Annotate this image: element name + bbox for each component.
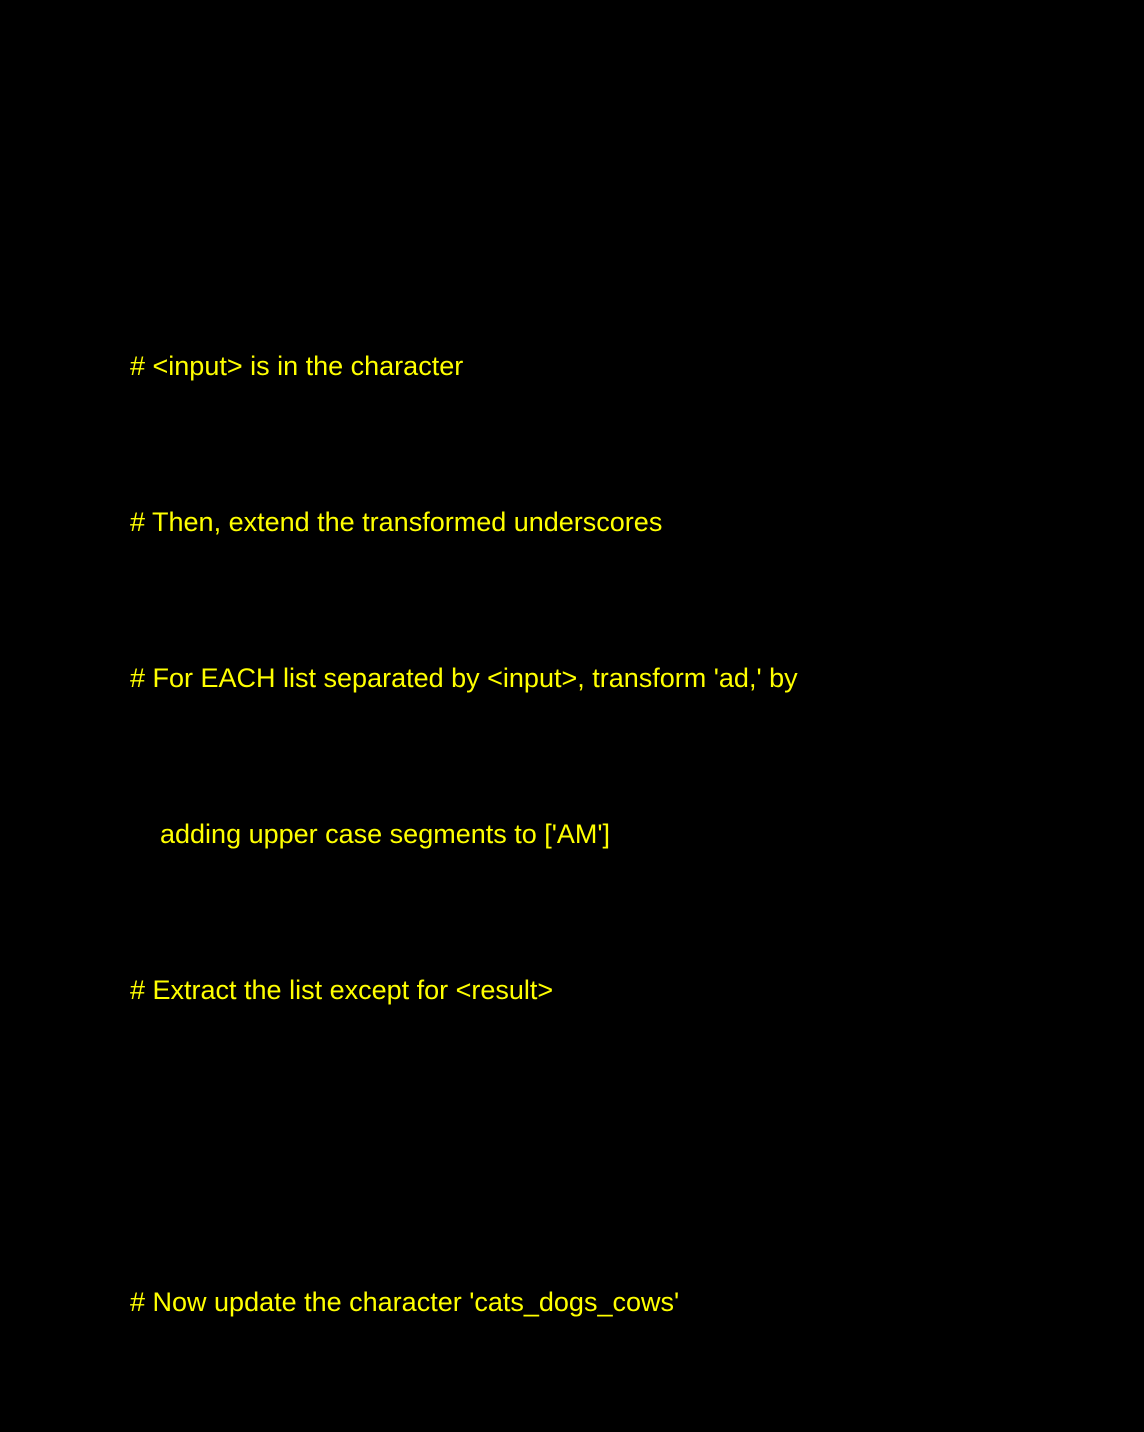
comment-line-4: # Extract the list except for <result> <box>130 975 554 1005</box>
blank-line <box>130 1120 1030 1172</box>
comment-line-3: # For EACH list separated by <input>, tr… <box>130 663 798 693</box>
comment-line-3-continuation: adding upper case segments to ['AM'] <box>160 819 611 849</box>
screen-background: # <input> is in the character # Then, ex… <box>130 351 798 1317</box>
comment-text-block: # <input> is in the character # Then, ex… <box>130 236 1030 1432</box>
comment-line-5: # Now update the character 'cats_dogs_co… <box>130 1287 680 1317</box>
comment-line-1: # <input> is in the character <box>130 351 464 381</box>
comment-line-2: # Then, extend the transformed underscor… <box>130 507 663 537</box>
